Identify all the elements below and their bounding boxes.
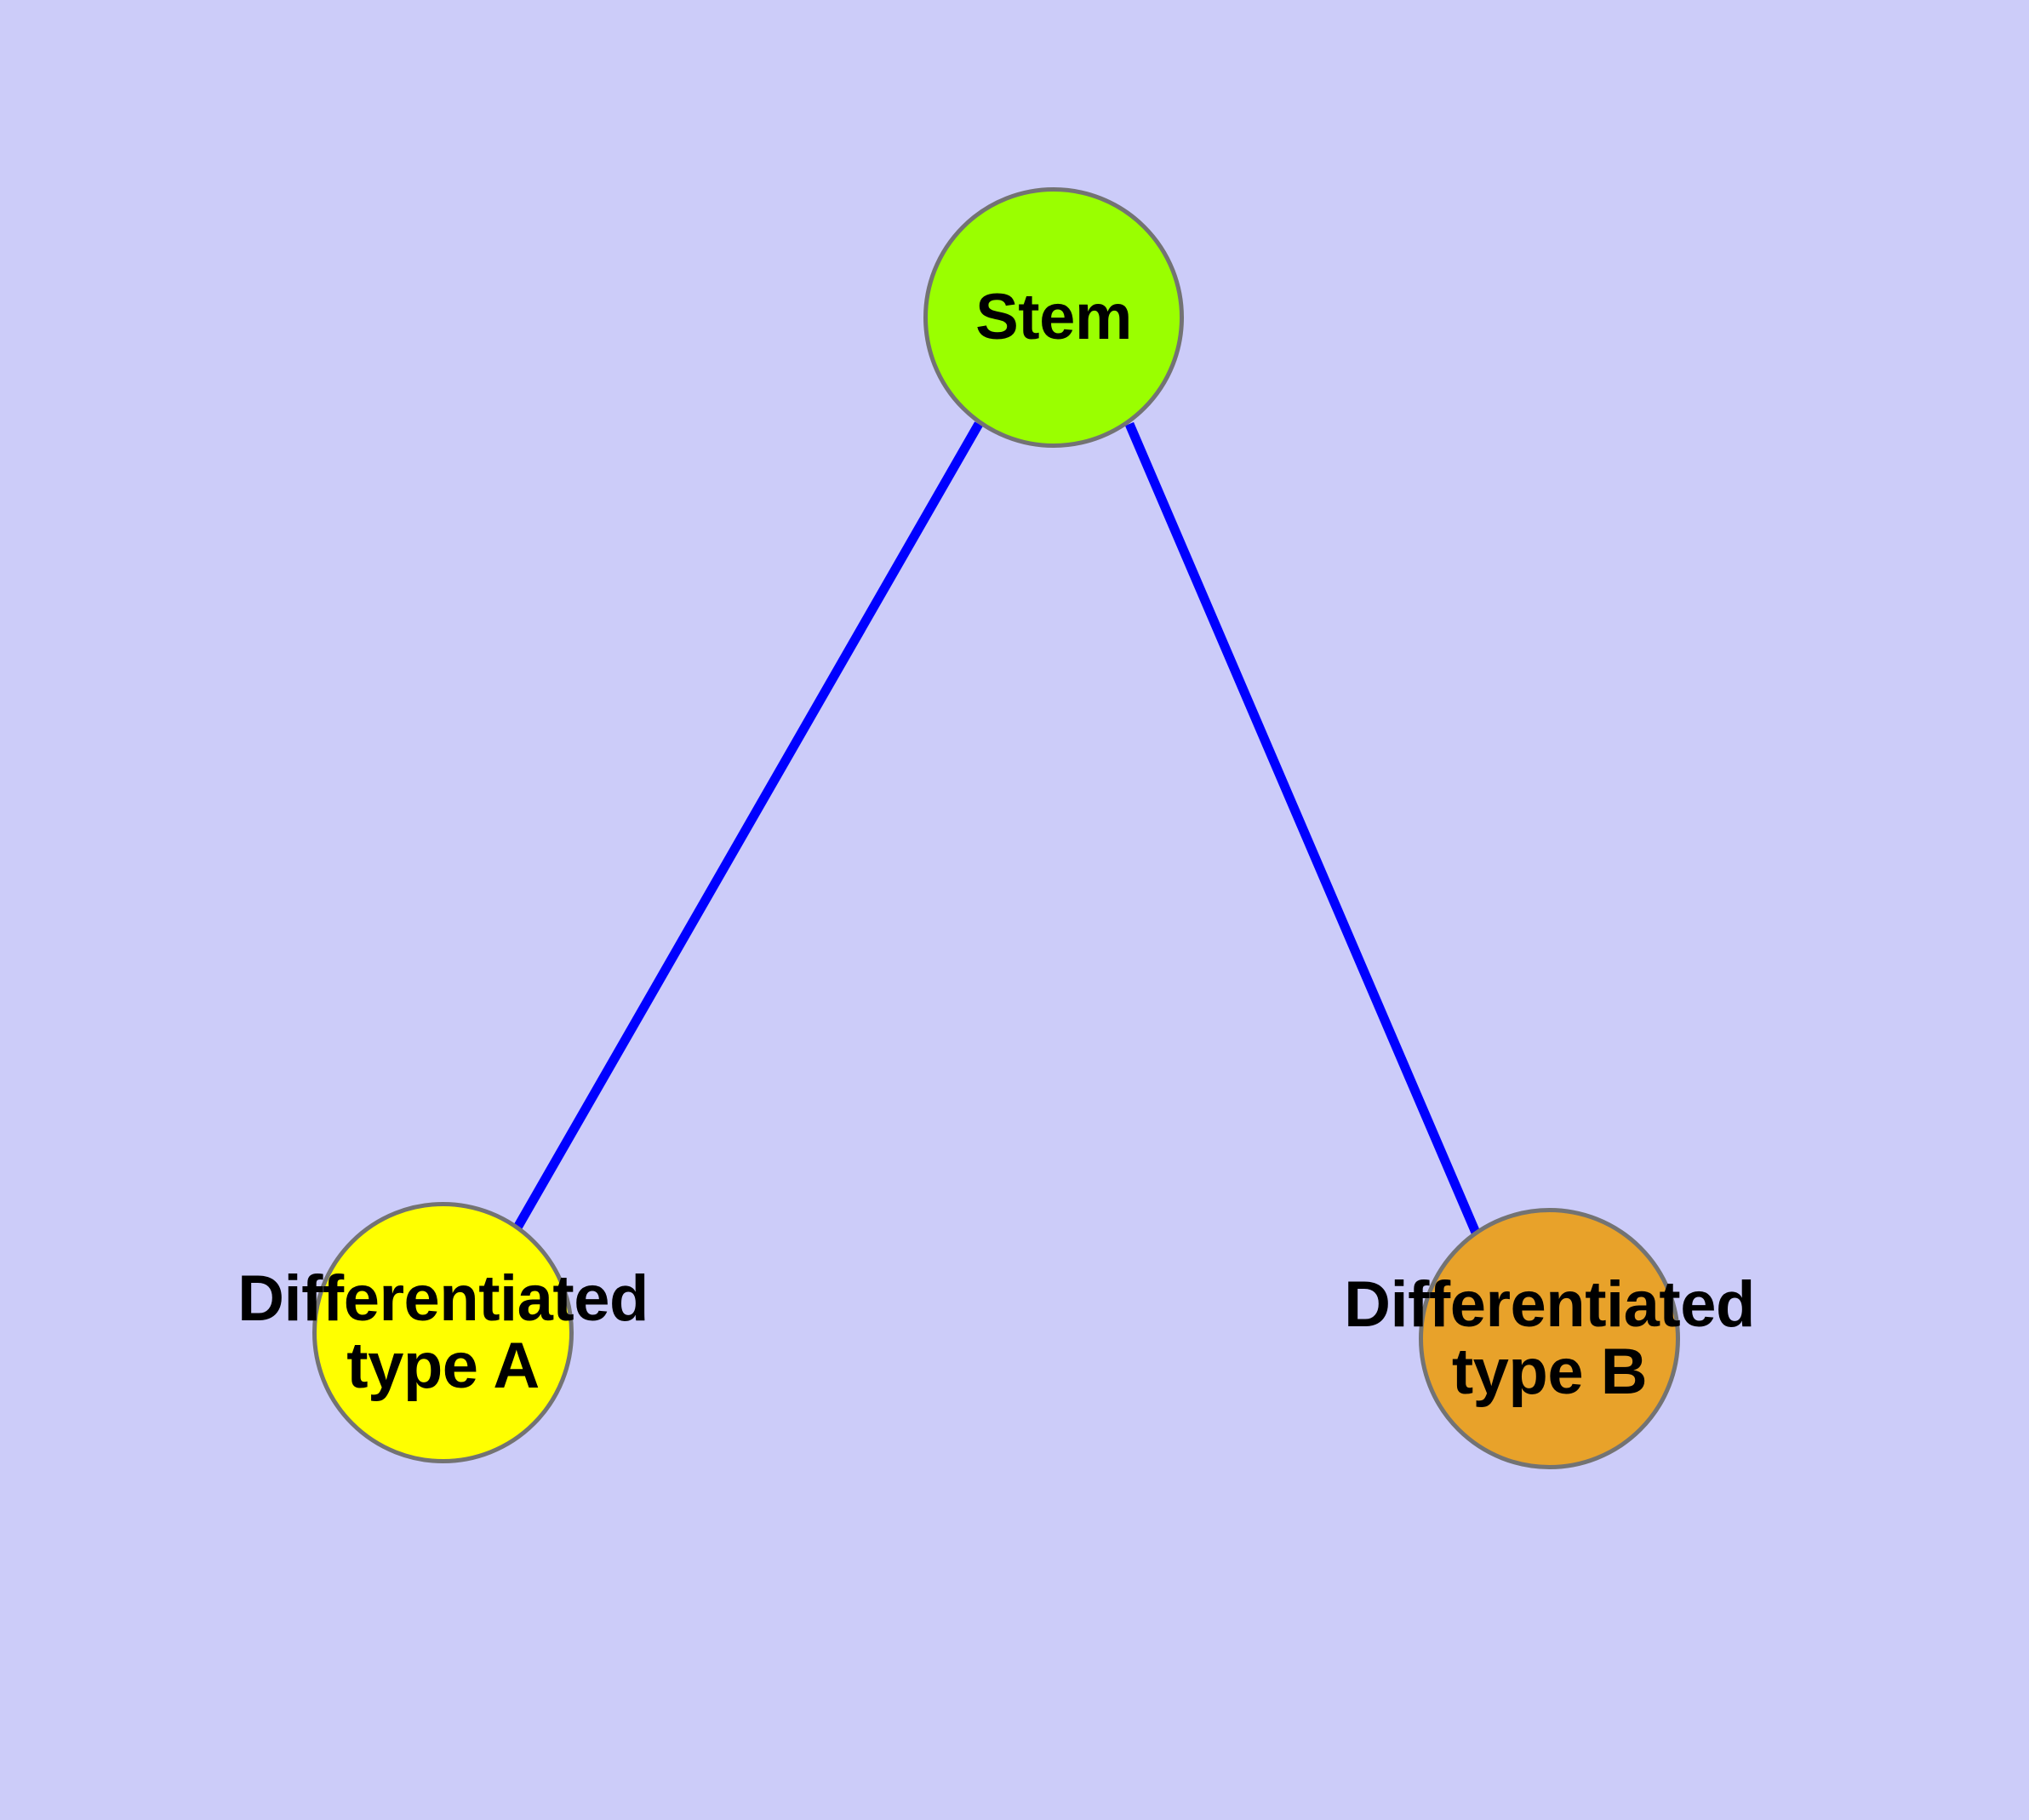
- node-differentiated-type-a[interactable]: Differentiated type A: [237, 1202, 649, 1463]
- node-differentiated-type-b[interactable]: Differentiated type B: [1344, 1208, 1755, 1469]
- node-stem-label: Stem: [975, 281, 1132, 354]
- node-stem[interactable]: Stem: [923, 187, 1184, 448]
- edge-stem-to-differentiated-type-a: [513, 421, 983, 1230]
- edge-stem-to-differentiated-type-b: [1124, 421, 1481, 1235]
